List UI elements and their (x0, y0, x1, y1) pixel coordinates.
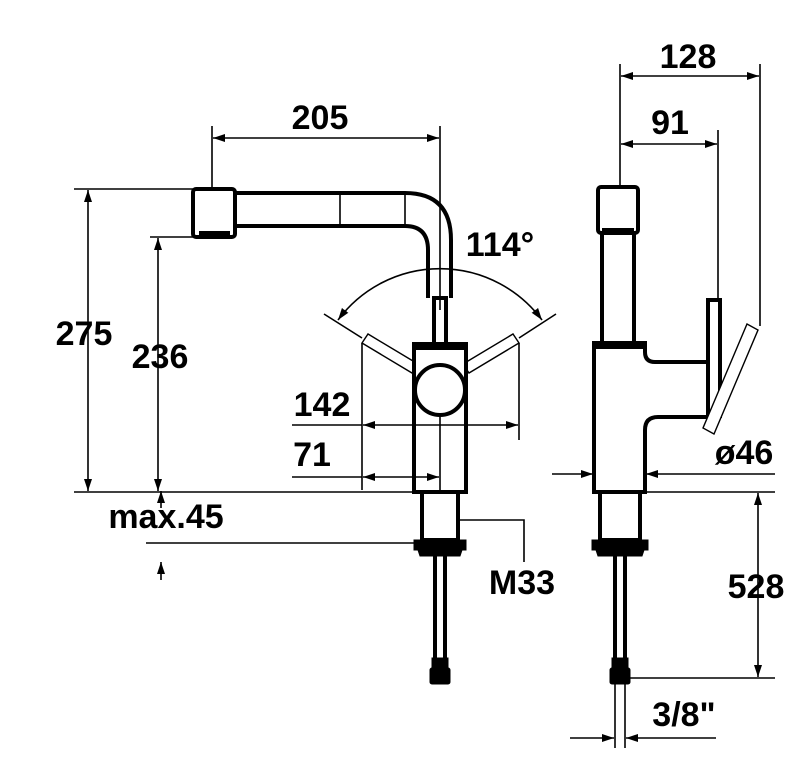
dimension-236: 236 (132, 236, 193, 491)
dimension-label-236: 236 (132, 338, 189, 376)
dimension-label-128: 128 (660, 38, 717, 76)
dimension-275: 275 (56, 188, 414, 493)
side-spout (596, 185, 640, 345)
base-shank (413, 490, 467, 685)
dimension-38: 3/8" (570, 684, 716, 748)
dimension-114-angle: 114° (323, 226, 557, 339)
dimension-91: 91 (621, 104, 719, 300)
front-view: 205 275 236 114° 142 (56, 99, 557, 685)
dimension-142: 142 (292, 343, 520, 490)
dimension-46: ø46 (552, 434, 775, 478)
dimension-label-275: 275 (56, 315, 113, 353)
dimension-label-max45: max.45 (108, 498, 223, 536)
dimension-label-142: 142 (294, 386, 351, 424)
dimension-label-m33: M33 (489, 564, 555, 602)
dimension-528: 528 (630, 491, 785, 679)
dimension-label-46: ø46 (715, 434, 774, 472)
side-base (591, 490, 649, 685)
dimension-label-91: 91 (651, 104, 689, 142)
side-lever-ghost (702, 323, 759, 435)
dimension-128: 128 (619, 38, 761, 326)
lever-ghost-left (361, 333, 419, 374)
dimension-71: 71 (292, 436, 439, 481)
side-view: 128 91 ø46 528 3/8" (552, 38, 784, 748)
dimension-205: 205 (211, 99, 441, 310)
dimension-m33: M33 (458, 519, 555, 602)
dimension-label-71: 71 (293, 436, 331, 474)
dimension-label-205: 205 (292, 99, 349, 137)
faucet-body (412, 342, 468, 494)
lever-ghost-right (462, 333, 520, 374)
dimension-label-38: 3/8" (652, 696, 715, 734)
dimension-label-114: 114° (466, 226, 534, 264)
dimension-max45: max.45 (108, 491, 414, 580)
side-body (592, 341, 710, 494)
spout (191, 187, 453, 298)
dimension-label-528: 528 (728, 568, 785, 606)
